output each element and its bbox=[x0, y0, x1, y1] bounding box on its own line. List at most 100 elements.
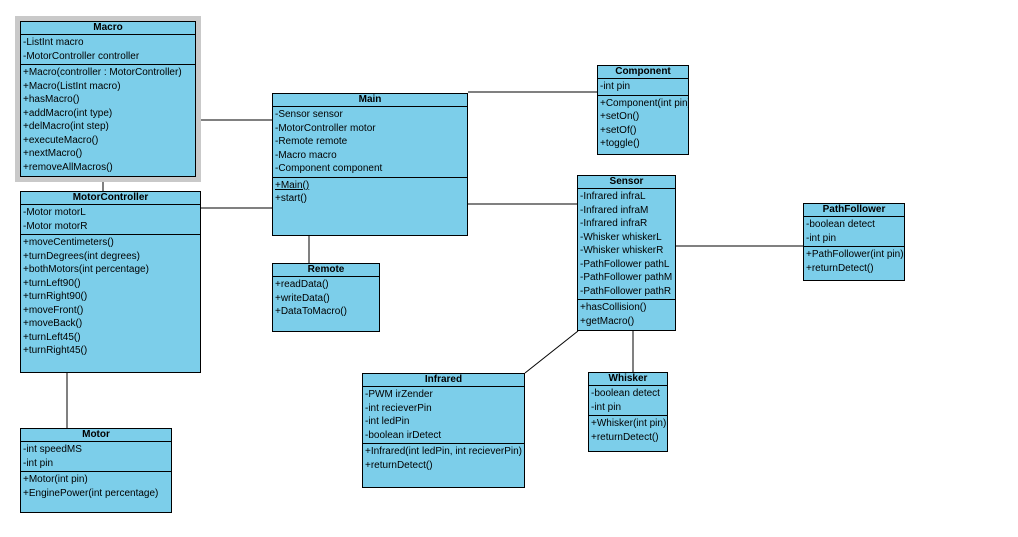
attribute: -PathFollower pathM bbox=[580, 272, 673, 283]
method: +returnDetect() bbox=[365, 459, 433, 471]
method: +turnRight90() bbox=[23, 291, 88, 302]
class-sensor[interactable]: Sensor-Infrared infraL-Infrared infraM-I… bbox=[577, 175, 676, 331]
attribute: -Whisker whiskerR bbox=[580, 245, 664, 256]
method: +moveCentimeters() bbox=[23, 237, 114, 248]
attribute: -int pin bbox=[591, 401, 622, 413]
method: +bothMotors(int percentage) bbox=[23, 264, 149, 275]
method: +hasCollision() bbox=[580, 302, 647, 313]
attribute: -Infrared infraM bbox=[580, 204, 649, 216]
attributes-compartment: -Motor motorL-Motor motorR bbox=[21, 205, 200, 235]
class-infrared[interactable]: Infrared -PWM irZender -int recieverPin -in… bbox=[362, 373, 525, 488]
class-macro[interactable]: Macro -ListInt macro -MotorController cont… bbox=[15, 16, 201, 182]
attribute: -Infrared infraR bbox=[580, 218, 648, 229]
class-title: Macro bbox=[21, 22, 195, 35]
methods-compartment: +moveCentimeters() +turnDegrees(int degre… bbox=[21, 235, 200, 372]
attributes-compartment: -ListInt macro -MotorController controlle… bbox=[21, 35, 195, 65]
methods-compartment: +Infrared(int ledPin, int recieverPin) +r… bbox=[363, 444, 524, 487]
method: +nextMacro() bbox=[23, 148, 83, 159]
attribute: -int pin bbox=[806, 232, 837, 244]
method: +turnRight45() bbox=[23, 345, 88, 356]
attribute: -MotorController motor bbox=[275, 122, 376, 134]
methods-compartment: +readData() +writeData() +DataToMacro() bbox=[273, 277, 379, 331]
method: +executeMacro() bbox=[23, 134, 99, 146]
attribute: -PathFollower pathR bbox=[580, 285, 672, 297]
method: +Motor(int pin) bbox=[23, 474, 88, 485]
class-main[interactable]: Main -Sensor sensor -MotorController motor… bbox=[272, 93, 468, 236]
class-title: Infrared bbox=[363, 374, 524, 387]
methods-compartment: +PathFollower(int pin) +returnDetect() bbox=[804, 247, 904, 280]
class-whisker[interactable]: Whisker -boolean detect -int pin +Whisker(i… bbox=[588, 372, 668, 452]
method: +PathFollower(int pin) bbox=[806, 249, 904, 260]
method: +getMacro() bbox=[580, 315, 635, 327]
attribute: -Macro macro bbox=[275, 149, 337, 161]
attribute: -boolean detect bbox=[806, 219, 875, 230]
class-component[interactable]: Component -int pin +Component(int pin)+set… bbox=[597, 65, 689, 155]
attribute: -Remote remote bbox=[275, 136, 348, 147]
class-title: Motor bbox=[21, 429, 171, 442]
method: +turnLeft90() bbox=[23, 277, 81, 289]
class-pathfollower[interactable]: PathFollower -boolean detect -int pin +Path… bbox=[803, 203, 905, 281]
method: +start() bbox=[275, 193, 307, 204]
method: +Main() bbox=[275, 179, 310, 191]
method: +Macro(controller : MotorController) bbox=[23, 67, 182, 78]
attribute: -Sensor sensor bbox=[275, 109, 343, 120]
method: +DataToMacro() bbox=[275, 306, 347, 317]
attribute: -Component component bbox=[275, 163, 383, 174]
attribute: -PWM irZender bbox=[365, 389, 433, 400]
method: +moveBack() bbox=[23, 318, 83, 329]
method: +Infrared(int ledPin, int recieverPin) bbox=[365, 446, 523, 457]
method: +delMacro(int step) bbox=[23, 121, 109, 132]
attribute: -Whisker whiskerL bbox=[580, 231, 662, 243]
method: +Whisker(int pin) bbox=[591, 418, 667, 429]
method: +writeData() bbox=[275, 292, 330, 304]
class-motorcontroller[interactable]: MotorController-Motor motorL-Motor motor… bbox=[20, 191, 201, 373]
attributes-compartment: -Infrared infraL -Infrared infraM -Infrare… bbox=[578, 189, 675, 300]
class-remote[interactable]: Remote+readData()+writeData()+DataToMacr… bbox=[272, 263, 380, 332]
class-title: Whisker bbox=[589, 373, 667, 386]
class-title: Component bbox=[598, 66, 688, 79]
method: +moveFront() bbox=[23, 304, 84, 316]
attributes-compartment: -int speedMS -int pin bbox=[21, 442, 171, 472]
class-title: Sensor bbox=[578, 176, 675, 189]
methods-compartment: +Component(int pin)+setOn()+setOf()+togg… bbox=[598, 96, 688, 155]
method: +returnDetect() bbox=[806, 262, 874, 274]
method: +returnDetect() bbox=[591, 431, 659, 443]
attribute: -boolean detect bbox=[591, 388, 660, 399]
method: +Macro(ListInt macro) bbox=[23, 80, 121, 92]
attributes-compartment: -boolean detect -int pin bbox=[804, 217, 904, 247]
methods-compartment: +Motor(int pin) +EnginePower(int percenta… bbox=[21, 472, 171, 512]
attributes-compartment: -boolean detect -int pin bbox=[589, 386, 667, 416]
method: +EnginePower(int percentage) bbox=[23, 487, 159, 499]
method: +addMacro(int type) bbox=[23, 107, 113, 119]
method: +readData() bbox=[275, 279, 329, 290]
class-title: Main bbox=[273, 94, 467, 107]
attribute: -int pin bbox=[600, 81, 631, 92]
class-motor[interactable]: Motor -int speedMS -int pin +Motor(int pin)… bbox=[20, 428, 172, 513]
methods-compartment: +Main() +start() bbox=[273, 178, 467, 236]
method: +removeAllMacros() bbox=[23, 161, 113, 173]
method: +toggle() bbox=[600, 138, 640, 149]
class-title: PathFollower bbox=[804, 204, 904, 217]
methods-compartment: +Macro(controller : MotorController) +Mac… bbox=[21, 65, 195, 176]
attribute: -int ledPin bbox=[365, 416, 410, 427]
method: +turnDegrees(int degrees) bbox=[23, 250, 141, 262]
attribute: -int speedMS bbox=[23, 444, 82, 455]
class-title: MotorController bbox=[21, 192, 200, 205]
attribute: -int pin bbox=[23, 457, 54, 469]
attribute: -boolean irDetect bbox=[365, 429, 442, 441]
method: +turnLeft45() bbox=[23, 331, 81, 343]
attribute: -ListInt macro bbox=[23, 37, 84, 48]
methods-compartment: +hasCollision() +getMacro() bbox=[578, 300, 675, 330]
method: +hasMacro() bbox=[23, 94, 80, 105]
method: +setOf() bbox=[600, 124, 637, 136]
attribute: -Infrared infraL bbox=[580, 191, 646, 202]
attributes-compartment: -PWM irZender -int recieverPin -int ledPin… bbox=[363, 387, 524, 444]
attribute: -PathFollower pathL bbox=[580, 258, 670, 270]
attribute: -Motor motorR bbox=[23, 220, 88, 232]
attribute: -int recieverPin bbox=[365, 402, 432, 414]
connector-sensor-infrared[interactable] bbox=[524, 330, 579, 374]
attribute: -MotorController controller bbox=[23, 50, 140, 62]
attributes-compartment: -int pin bbox=[598, 79, 688, 96]
